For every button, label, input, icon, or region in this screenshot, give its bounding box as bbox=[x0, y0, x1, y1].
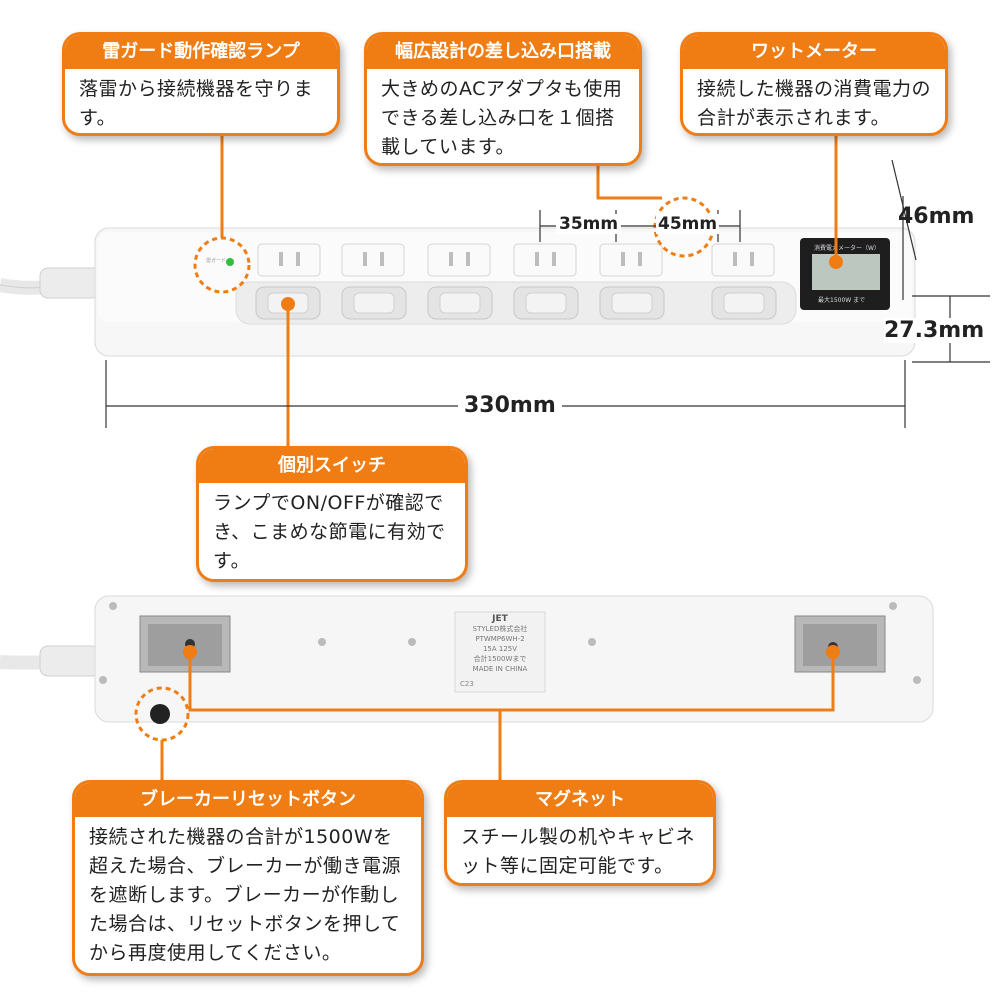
callout-magnet-title: マグネット bbox=[447, 783, 713, 817]
callout-outlet-title: 幅広設計の差し込み口搭載 bbox=[367, 35, 639, 69]
dim-depth: 27.3mm bbox=[884, 318, 985, 343]
callout-outlet-body: 大きめのACアダプタも使用できる差し込み口を１個搭載しています。 bbox=[381, 78, 623, 158]
svg-text:最大1500W まで: 最大1500W まで bbox=[818, 296, 865, 304]
callout-switch-title: 個別スイッチ bbox=[199, 449, 465, 483]
label-origin: MADE IN CHINA bbox=[472, 665, 528, 673]
dim-height: 46mm bbox=[898, 204, 975, 229]
callout-magnet-body: スチール製の机やキャビネット等に固定可能です。 bbox=[461, 826, 696, 877]
label-logo: JET bbox=[492, 614, 508, 624]
outlets bbox=[257, 243, 775, 277]
dim-length: 330mm bbox=[458, 393, 562, 418]
callout-meter: ワットメーター 接続した機器の消費電力の合計が表示されます。 bbox=[680, 32, 948, 136]
callout-outlet: 幅広設計の差し込み口搭載 大きめのACアダプタも使用できる差し込み口を１個搭載し… bbox=[364, 32, 642, 166]
svg-text:消費電力メーター（W）: 消費電力メーター（W） bbox=[814, 244, 880, 252]
label-code: C23 bbox=[460, 680, 474, 688]
callout-breaker-body: 接続された機器の合計が1500Wを超えた場合、ブレーカーが働き電源を遮断します。… bbox=[89, 826, 402, 964]
callout-meter-body: 接続した機器の消費電力の合計が表示されます。 bbox=[697, 78, 932, 129]
svg-text:雷ガード: 雷ガード bbox=[206, 257, 226, 264]
callout-switch: 個別スイッチ ランプでON/OFFが確認でき、こまめな節電に有効です。 bbox=[196, 446, 468, 582]
dim-spacing-small: 35mm bbox=[556, 214, 622, 234]
callout-magnet: マグネット スチール製の机やキャビネット等に固定可能です。 bbox=[444, 780, 716, 886]
reset-button bbox=[150, 704, 170, 724]
label-rating: 15A 125V bbox=[482, 645, 518, 653]
callout-switch-body: ランプでON/OFFが確認でき、こまめな節電に有効です。 bbox=[213, 492, 446, 572]
label-maker: STYLED株式会社 bbox=[472, 625, 528, 633]
power-strip-front: 雷ガード bbox=[0, 227, 916, 357]
cord-strain-relief bbox=[39, 267, 103, 299]
callout-breaker-title: ブレーカーリセットボタン bbox=[75, 783, 421, 817]
product-label bbox=[454, 611, 546, 693]
dim-spacing-wide: 45mm bbox=[656, 214, 720, 234]
callout-lamp-body: 落雷から接続機器を守ります。 bbox=[79, 78, 314, 129]
leader-lines-bottom bbox=[160, 652, 835, 782]
label-model: PTWMP6WH-2 bbox=[475, 635, 525, 643]
guard-lamp bbox=[226, 258, 234, 266]
callout-lamp: 雷ガード動作確認ランプ 落雷から接続機器を守ります。 bbox=[62, 32, 340, 136]
product-label-text: JET STYLED株式会社 PTWMP6WH-2 15A 125V 合計150… bbox=[455, 614, 545, 674]
callout-meter-title: ワットメーター bbox=[683, 35, 945, 69]
power-strip-back bbox=[0, 595, 934, 724]
callout-lamp-title: 雷ガード動作確認ランプ bbox=[65, 35, 337, 69]
leader-lines-top bbox=[220, 132, 838, 448]
callout-breaker: ブレーカーリセットボタン 接続された機器の合計が1500Wを超えた場合、ブレーカ… bbox=[72, 780, 424, 976]
label-total: 合計1500Wまで bbox=[473, 655, 527, 663]
